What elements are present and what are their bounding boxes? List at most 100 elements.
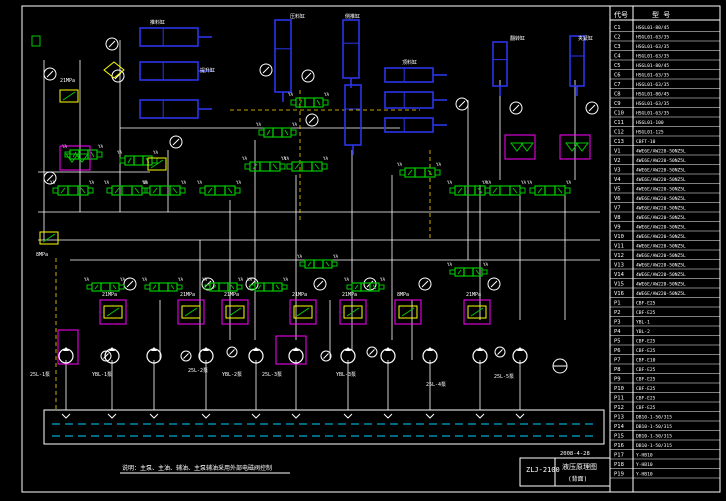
relief-unit: 8MPa	[394, 277, 432, 325]
tank-inlet	[475, 413, 485, 419]
table-cell-code: C11	[614, 120, 624, 126]
table-cell-code: V6	[614, 196, 621, 202]
valve-solenoid	[449, 187, 456, 194]
table-cell-code: P3	[614, 320, 621, 326]
pressure-gauge-icon	[226, 346, 238, 358]
gauge-dial	[418, 277, 432, 291]
valve-arrow	[354, 284, 359, 290]
table-cell-model: CBF-E25	[636, 348, 656, 354]
table-cell-code: P19	[614, 472, 624, 478]
relief-unit-frame	[339, 299, 367, 325]
valve-arrow	[114, 187, 120, 194]
title-name: 液压原理图	[562, 462, 597, 471]
filter-icon	[103, 61, 125, 79]
pump-icon	[380, 347, 396, 364]
valve-tag: YA	[256, 122, 262, 127]
gauge-needle	[172, 138, 180, 146]
gauge-dial	[226, 346, 238, 358]
valve-arrow	[325, 261, 330, 267]
table-cell-code: P5	[614, 339, 621, 345]
table-cell-model: DB10-1-50/315	[636, 415, 672, 421]
valve-tag: YA	[482, 180, 488, 185]
pump-label: 25L-2泵	[188, 368, 208, 374]
table-cell-model: CBF-E25	[636, 339, 656, 345]
valve-solenoid	[449, 269, 456, 275]
relief-body	[103, 305, 123, 319]
valve-tag: YA	[247, 277, 253, 282]
relief-unit: 21MPa	[99, 277, 137, 325]
valve-arrow	[80, 187, 86, 194]
pump-arrow	[385, 347, 391, 351]
valve-arrow	[427, 169, 433, 176]
table-cell-code: V11	[614, 244, 624, 250]
hydraulic-cylinder-icon	[139, 27, 212, 47]
tank-inlet	[425, 413, 435, 419]
valve-tag: YA	[142, 180, 148, 185]
valve-tag: YA	[236, 180, 242, 185]
valve-solenoid	[564, 187, 571, 194]
pressure-gauge-icon	[180, 350, 192, 362]
table-cell-model: CBF-E25	[636, 377, 656, 383]
pipe-network	[38, 40, 600, 410]
relief-unit-frame	[394, 299, 422, 325]
valve-tag: YA	[84, 277, 90, 282]
pressure-gauge-icon	[259, 63, 273, 77]
valve-arrow	[512, 187, 518, 194]
pressure-gauge-icon	[509, 101, 523, 115]
tank-inlet	[61, 413, 71, 419]
table-cell-code: V12	[614, 253, 624, 259]
pump-arrow	[63, 347, 69, 351]
valve-arrow	[212, 284, 217, 290]
gauge-dial	[313, 277, 327, 291]
valve-solenoid	[286, 163, 293, 170]
pump-label: 25L-1泵	[30, 372, 50, 378]
valve-arrow	[557, 187, 563, 194]
pressure-gauge-icon	[487, 277, 501, 291]
valve-solenoid	[244, 163, 251, 170]
gauge-dial	[43, 171, 57, 185]
valve-tag: YA	[447, 262, 453, 267]
valve-arrow	[112, 284, 117, 290]
valve-arrow	[94, 284, 99, 290]
parts-table-frame	[609, 5, 721, 493]
relief-unit-frame	[177, 299, 205, 325]
pressure-label: 21MPa	[60, 78, 75, 84]
relief-valve-icon	[181, 305, 201, 319]
hydraulic-cylinder-icon	[384, 91, 447, 109]
table-cell-model: YBL-1	[636, 320, 650, 326]
drawing-date: 2008-4-28	[560, 451, 590, 457]
pressure-gauge-icon	[43, 171, 57, 185]
table-cell-code: P14	[614, 424, 625, 430]
valve-solenoid	[258, 129, 265, 136]
table-cell-code: P13	[614, 415, 624, 421]
valve-arrow	[477, 187, 483, 194]
valve-tag: YA	[98, 144, 104, 149]
pressure-gauge-icon	[455, 97, 469, 111]
table-cell-code: P9	[614, 377, 621, 383]
pressure-label: 21MPa	[466, 292, 481, 298]
valve-solenoid	[179, 187, 186, 194]
relief-unit: 21MPa	[289, 277, 327, 325]
table-cell-code: C7	[614, 82, 621, 88]
valve-solenoid	[119, 157, 126, 164]
valve-tag: YA	[120, 277, 126, 282]
relief-arrow	[42, 233, 56, 243]
pressure-gauge-icon	[123, 277, 137, 291]
cylinder-label: 翻转缸	[510, 35, 525, 42]
pressure-label: 21MPa	[342, 292, 357, 298]
pump-icon	[248, 347, 264, 364]
valve-solenoid	[434, 169, 441, 176]
valve-solenoid	[96, 151, 103, 158]
valve-tag: YA	[89, 180, 95, 185]
hydraulic-cylinder-icon	[139, 61, 212, 81]
table-cell-model: 4WE6E/AW220-50NZ5L	[636, 282, 686, 288]
relief-unit-frame	[463, 299, 491, 325]
valve-tag: YA	[397, 162, 403, 167]
table-cell-code: P12	[614, 405, 624, 411]
valve-solenoid	[378, 284, 385, 290]
